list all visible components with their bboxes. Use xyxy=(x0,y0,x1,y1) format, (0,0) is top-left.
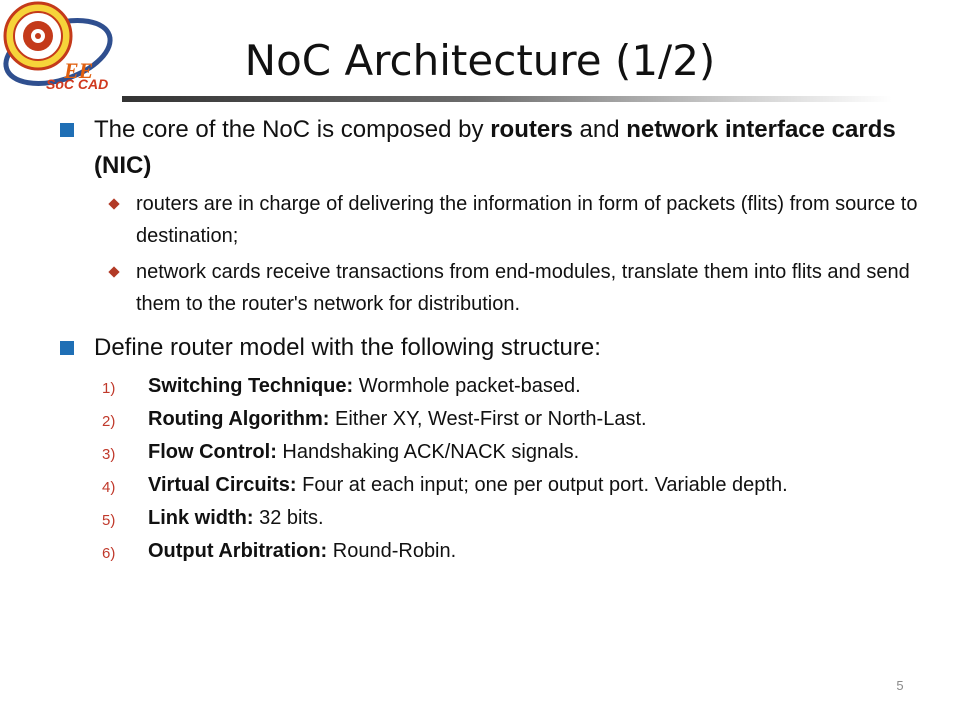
item-label: Link width: xyxy=(148,507,254,529)
square-bullet-icon xyxy=(60,341,74,355)
sub-bullet-network-cards: network cards receive transactions from … xyxy=(60,256,940,320)
bullet-text-bold: network interface cards (NIC) xyxy=(94,116,896,179)
item-label: Flow Control: xyxy=(148,441,277,463)
title-divider xyxy=(122,96,892,102)
list-item: 5) Link width: 32 bits. xyxy=(60,502,940,535)
item-value: 32 bits. xyxy=(253,507,324,529)
list-item: 6) Output Arbitration: Round-Robin. xyxy=(60,535,940,568)
bullet-text: Define router model with the following s… xyxy=(94,334,601,361)
item-value: Handshaking ACK/NACK signals. xyxy=(276,441,580,463)
list-number: 4) xyxy=(102,479,116,496)
list-number: 5) xyxy=(102,512,116,529)
item-label: Virtual Circuits: xyxy=(148,474,297,496)
bullet-text-bold: routers xyxy=(490,116,573,143)
square-bullet-icon xyxy=(60,123,74,137)
sub-bullet-text: network cards receive transactions from … xyxy=(136,261,910,315)
university-logo: EE SoC CAD xyxy=(0,0,120,100)
list-item: 4) Virtual Circuits: Four at each input;… xyxy=(60,469,940,502)
seal-icon xyxy=(3,1,113,86)
item-value: Wormhole packet-based. xyxy=(353,375,581,397)
diamond-bullet-icon xyxy=(108,198,120,210)
slide-content: The core of the NoC is composed by route… xyxy=(60,112,940,568)
item-value: Round-Robin. xyxy=(327,540,457,562)
logo-soccad-text: SoC CAD xyxy=(46,76,109,92)
bullet-router-model: Define router model with the following s… xyxy=(60,330,940,366)
list-item: 1) Switching Technique: Wormhole packet-… xyxy=(60,370,940,403)
bullet-core-composition: The core of the NoC is composed by route… xyxy=(60,112,940,184)
sub-bullet-text: routers are in charge of delivering the … xyxy=(136,193,918,247)
list-number: 1) xyxy=(102,380,116,397)
item-value: Either XY, West-First or North-Last. xyxy=(329,408,647,430)
list-number: 3) xyxy=(102,446,116,463)
list-number: 6) xyxy=(102,545,116,562)
bullet-text-part: and xyxy=(572,116,627,143)
item-label: Switching Technique: xyxy=(148,375,354,397)
slide-title: NoC Architecture (1/2) xyxy=(244,36,716,85)
list-item: 2) Routing Algorithm: Either XY, West-Fi… xyxy=(60,403,940,436)
item-value: Four at each input; one per output port.… xyxy=(296,474,788,496)
logo-ee-text: EE xyxy=(64,58,94,83)
list-number: 2) xyxy=(102,413,116,430)
diamond-bullet-icon xyxy=(108,266,120,278)
item-label: Routing Algorithm: xyxy=(148,408,330,430)
router-structure-list: 1) Switching Technique: Wormhole packet-… xyxy=(60,370,940,568)
item-label: Output Arbitration: xyxy=(148,540,328,562)
page-number: 5 xyxy=(896,678,904,693)
list-item: 3) Flow Control: Handshaking ACK/NACK si… xyxy=(60,436,940,469)
sub-bullet-routers: routers are in charge of delivering the … xyxy=(60,188,940,252)
bullet-text-part: The core of the NoC is composed by xyxy=(94,116,491,143)
